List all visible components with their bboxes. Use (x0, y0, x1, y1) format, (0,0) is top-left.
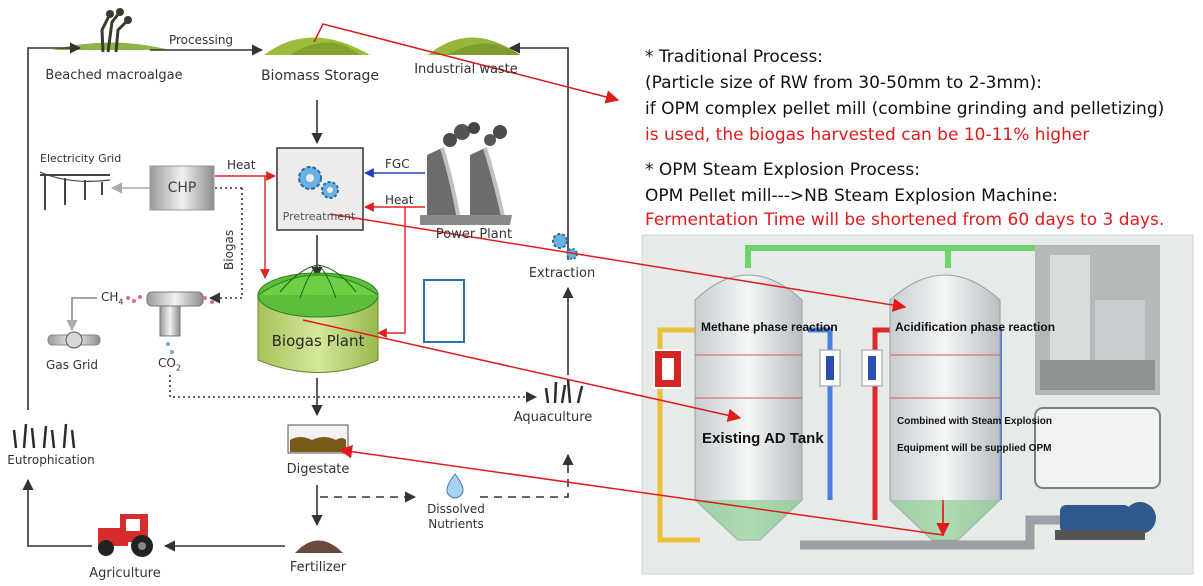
macroalgae-icon (100, 11, 130, 53)
label-heat-top: Heat (227, 158, 256, 172)
electricity-grid-icon (39, 171, 111, 210)
photo-combined-label-2: Equipment will be supplied OPM (897, 443, 1052, 454)
biogas-plant-icon (257, 264, 379, 373)
chp-box (149, 165, 215, 211)
label-heat-right: Heat (385, 193, 414, 207)
label-gas-grid: Gas Grid (46, 358, 98, 372)
label-power-plant: Power Plant (435, 227, 513, 242)
note-line-2: (Particle size of RW from 30-50mm to 2-3… (645, 73, 1042, 93)
label-biogas-vertical: Biogas (222, 229, 236, 270)
label-eutrophication: Eutrophication (7, 453, 95, 467)
label-chp: CHP (167, 180, 197, 196)
flow-arrows (22, 42, 574, 552)
label-dissolved: Dissolved (427, 502, 485, 516)
label-industrial-waste: Industrial waste (414, 62, 518, 77)
note-line-4: is used, the biogas harvested can be 10-… (645, 125, 1090, 145)
note-line-1: * Traditional Process: (645, 47, 824, 67)
label-beached-macroalgae: Beached macroalgae (45, 68, 183, 83)
label-electricity-grid: Electricity Grid (40, 152, 122, 165)
eutrophication-icon (12, 423, 76, 449)
label-aquaculture: Aquaculture (513, 410, 593, 425)
gear-icon (298, 166, 339, 199)
label-biomass-storage: Biomass Storage (260, 68, 380, 84)
tractor-icon (98, 514, 153, 557)
photo-acidification-label: Acidification phase reaction (895, 320, 1056, 334)
annotation-arrows (302, 23, 950, 537)
dotted-flows (169, 187, 538, 403)
label-fgc: FGC (385, 157, 410, 171)
label-biogas-plant: Biogas Plant (271, 332, 365, 350)
heat-arrows (215, 171, 425, 338)
blank-blue-box (423, 279, 465, 343)
ad-tank-photo (641, 234, 1194, 575)
aquaculture-icon (544, 379, 584, 404)
gas-grid-icon (47, 331, 101, 349)
digestate-icon (287, 424, 349, 454)
label-ch4: CH4 (101, 290, 124, 307)
label-extraction: Extraction (528, 266, 596, 281)
photo-combined-label-1: Combined with Steam Explosion (897, 416, 1053, 427)
note-line-3: if OPM complex pellet mill (combine grin… (645, 99, 1165, 119)
label-pretreatment: Pretreatment (282, 210, 356, 223)
label-nutrients: Nutrients (428, 517, 484, 531)
macroalgae-pile (52, 42, 170, 50)
gas-separator-icon (126, 291, 214, 354)
label-processing: Processing (168, 33, 234, 47)
note-line-7: Fermentation Time will be shortened from… (645, 210, 1165, 230)
note-line-5: * OPM Steam Explosion Process: (645, 160, 920, 180)
photo-methane-label: Methane phase reaction (701, 320, 838, 334)
power-plant-icon (420, 122, 512, 226)
label-co2: CO2 (158, 356, 181, 373)
label-agriculture: Agriculture (89, 566, 161, 581)
extraction-gear-icon (552, 233, 578, 260)
photo-existing-label: Existing AD Tank (702, 430, 824, 447)
label-fertilizer: Fertilizer (289, 560, 347, 575)
note-line-6: OPM Pellet mill--->NB Steam Explosion Ma… (645, 186, 1059, 206)
label-digestate: Digestate (286, 462, 350, 477)
droplet-icon (446, 473, 464, 499)
fertilizer-pile (295, 540, 343, 553)
